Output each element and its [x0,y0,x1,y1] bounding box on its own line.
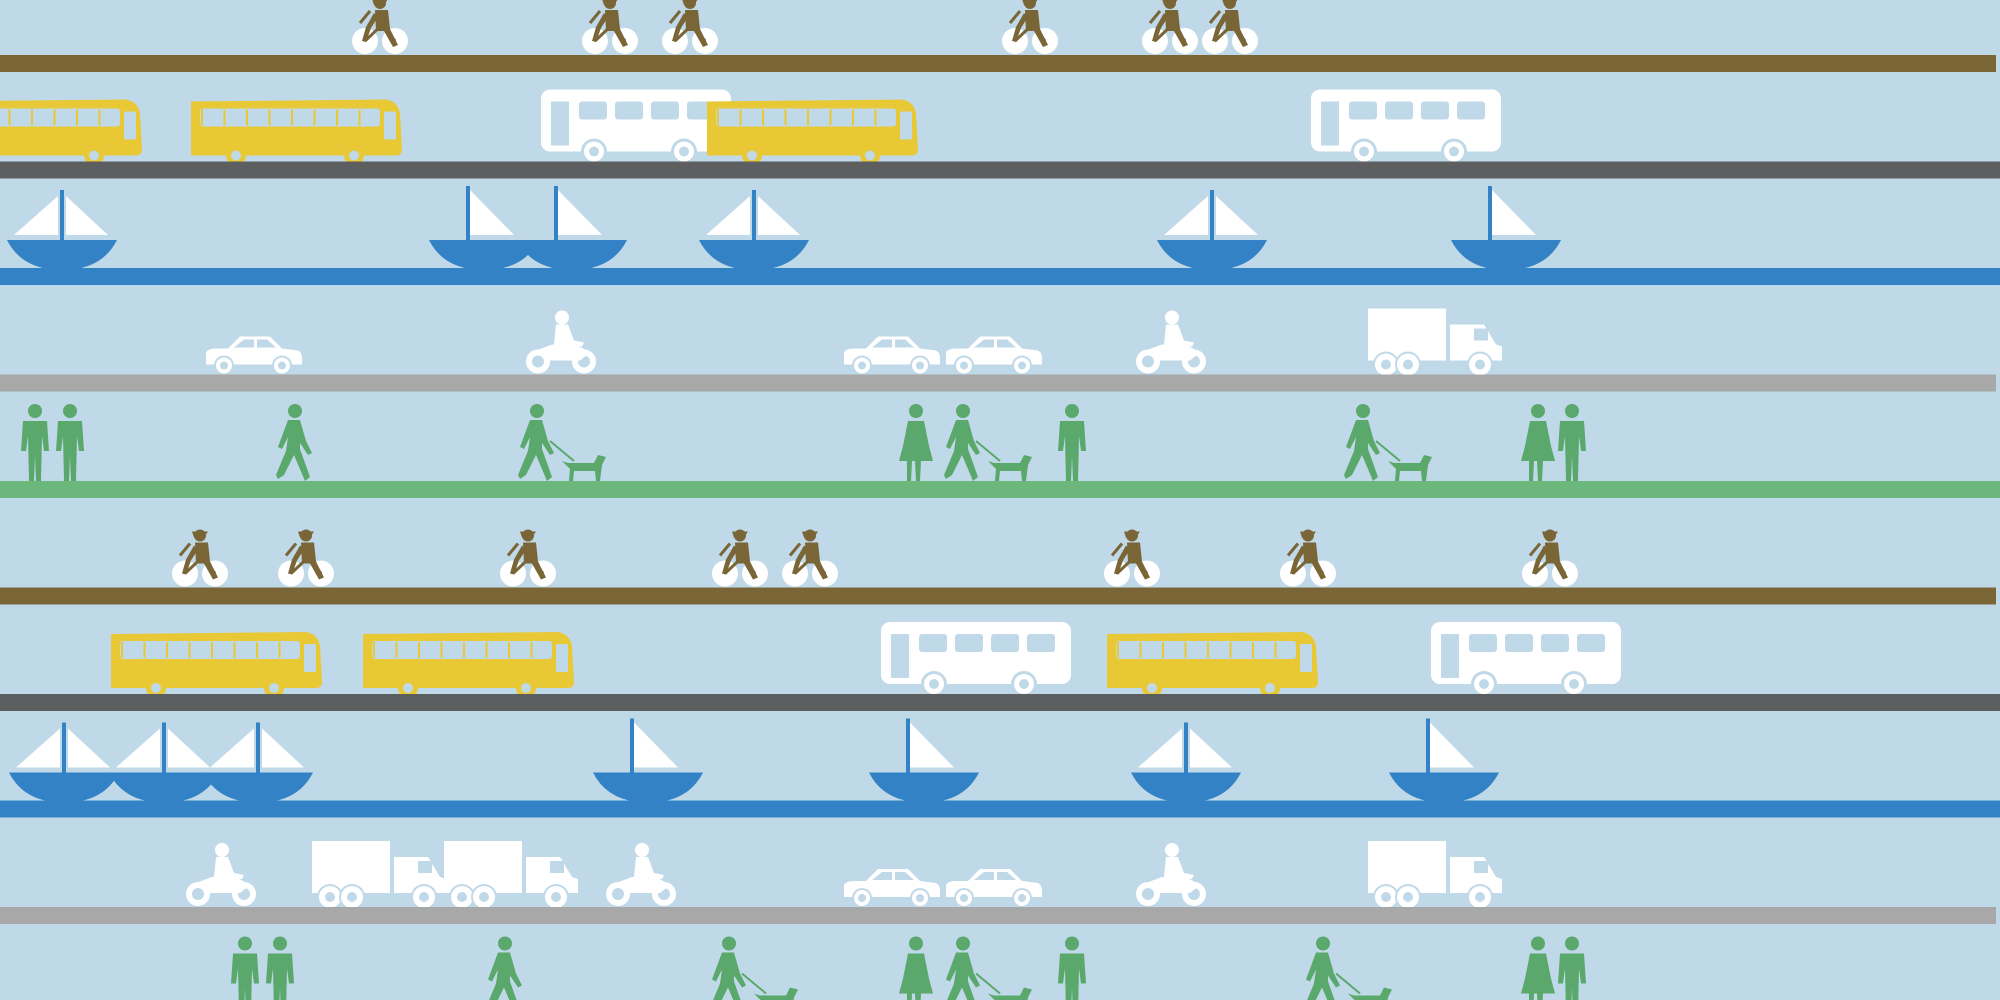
lane-bar-bus [0,694,2000,711]
bus-1-icon [111,632,322,698]
cyclist-2-icon [278,529,334,587]
bus-4-icon [1107,632,1318,698]
lane-1-cycle [0,0,1996,72]
bus-1-icon [0,99,142,166]
pedestrian-3-icon [518,404,606,481]
bus-3-icon [881,622,1071,697]
lane-3-water [0,186,2000,285]
lane-bar-water [0,268,2000,285]
lane-8-water [0,718,2000,818]
sailboat-3-icon [517,186,627,270]
pedestrian-8-icon [1521,936,1586,1000]
road-vehicle-2-icon [312,841,446,910]
cyclist-4-icon [712,529,768,587]
cyclist-3-icon [500,529,556,587]
pedestrian-2-icon [276,404,312,481]
lane-bar-foot [0,481,2000,498]
bus-2-icon [363,632,574,698]
pedestrian-4-icon [899,404,933,481]
pedestrian-1-icon [231,936,294,1000]
cyclist-7-icon [1280,529,1336,587]
sailboat-5-icon [1157,190,1267,270]
pedestrian-8-icon [1521,404,1586,481]
lane-6-cycle [0,529,1996,605]
bus-4-icon [707,99,918,166]
road-vehicle-5-icon [844,869,940,908]
cyclist-8-icon [1522,529,1578,587]
pedestrian-2-icon [488,936,522,1000]
road-vehicle-7-icon [1136,843,1206,906]
lane-10-foot [231,936,1586,1000]
sailboat-5-icon [869,718,979,803]
pedestrian-5-icon [946,936,1032,1000]
road-vehicle-1-icon [186,843,256,906]
road-vehicle-2-icon [526,310,596,374]
sailboat-7-icon [1389,718,1499,803]
road-vehicle-3-icon [844,336,940,376]
cyclist-1-icon [172,529,228,587]
road-vehicle-4-icon [606,843,676,906]
road-vehicle-5-icon [1136,310,1206,374]
pedestrian-5-icon [944,404,1032,481]
lane-4-road [0,308,1996,392]
pedestrian-4-icon [899,936,933,1000]
lane-7-bus [0,622,2000,711]
pedestrian-7-icon [1344,404,1432,481]
road-vehicle-6-icon [1368,308,1502,378]
sailboat-6-icon [1131,722,1241,803]
lane-bar-water [0,800,2000,818]
sailboat-1-icon [9,722,119,803]
sailboat-6-icon [1451,186,1561,270]
pedestrian-7-icon [1306,936,1392,1000]
sailboat-2-icon [429,186,539,270]
sailboat-2-icon [109,722,219,803]
lane-9-road [0,841,1996,924]
lane-bar-road [0,374,1996,392]
road-vehicle-3-icon [444,841,578,910]
sailboat-4-icon [699,190,809,270]
lane-bar-cycle [0,587,1996,605]
road-vehicle-8-icon [1368,841,1502,910]
lane-bar-cycle [0,55,1996,72]
bus-5-icon [1311,89,1501,165]
road-vehicle-4-icon [946,336,1042,376]
cyclist-5-icon [1142,0,1198,54]
cyclist-4-icon [1002,0,1058,54]
road-vehicle-1-icon [206,336,302,376]
cyclist-3-icon [662,0,718,54]
lane-bar-bus [0,161,2000,179]
pedestrian-3-icon [712,936,798,1000]
cyclist-5-icon [782,529,838,587]
cyclist-2-icon [582,0,638,54]
cyclist-1-icon [352,0,408,54]
sailboat-3-icon [203,722,313,803]
lane-5-foot [0,404,2000,498]
pedestrian-6-icon [1058,936,1086,1000]
pedestrian-6-icon [1058,404,1086,481]
bus-5-icon [1431,622,1621,697]
road-vehicle-6-icon [946,869,1042,908]
lane-2-bus [0,89,2000,179]
lane-bar-road [0,907,1996,924]
pedestrian-1-icon [21,404,84,481]
cyclist-6-icon [1104,529,1160,587]
bus-2-icon [191,99,402,166]
sailboat-1-icon [7,190,117,270]
sailboat-4-icon [593,718,703,803]
cyclist-6-icon [1202,0,1258,54]
